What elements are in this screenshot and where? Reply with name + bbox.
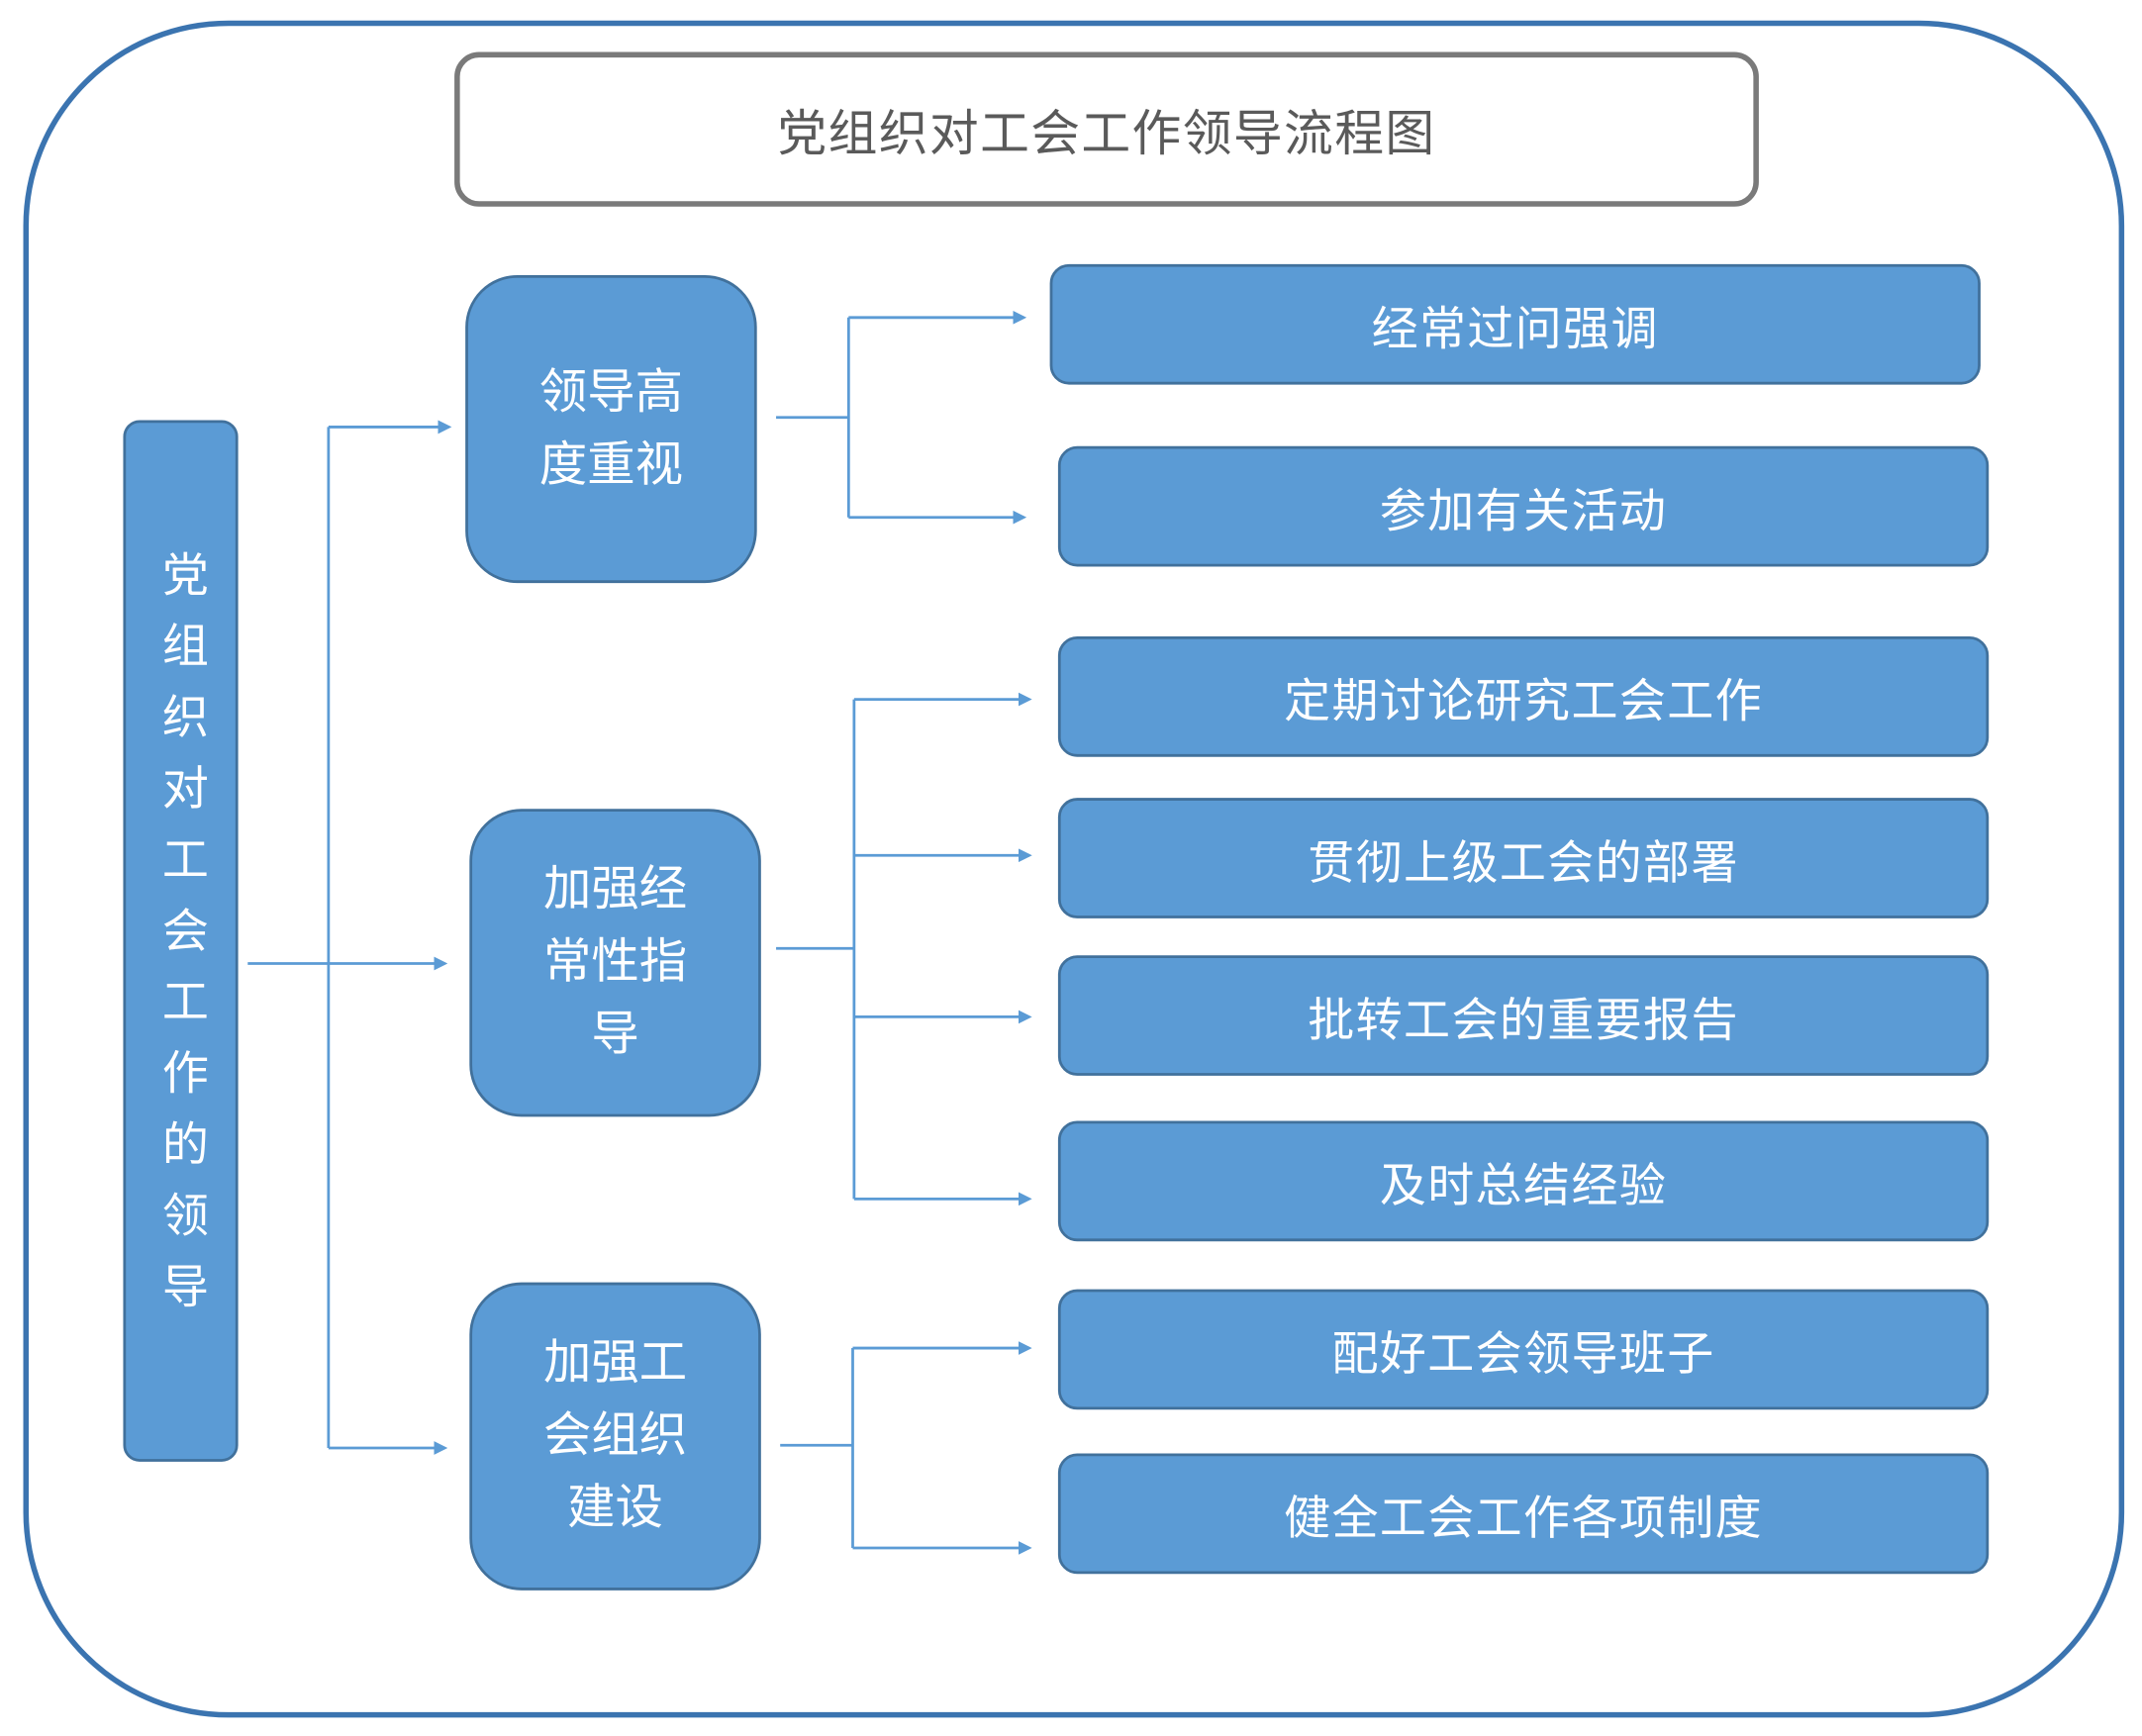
leaf-node-label: 经常过问强调 xyxy=(1371,301,1659,357)
root-node: 党组织对工会工作的领导 xyxy=(123,420,239,1462)
branch-node-3: 加强工会组织建设 xyxy=(469,1282,761,1591)
leaf-node-label: 配好工会领导班子 xyxy=(1331,1326,1715,1382)
leaf-node: 健全工会工作各项制度 xyxy=(1057,1453,1990,1575)
root-node-label: 党组织对工会工作的领导 xyxy=(152,549,209,1333)
leaf-node: 参加有关活动 xyxy=(1057,445,1990,567)
diagram-title: 党组织对工会工作领导流程图 xyxy=(454,51,1759,207)
leaf-node: 及时总结经验 xyxy=(1057,1120,1990,1242)
leaf-node: 定期讨论研究工会工作 xyxy=(1057,636,1990,757)
branch-node-3-label: 加强工会组织建设 xyxy=(542,1335,688,1536)
leaf-node-label: 批转工会的重要报告 xyxy=(1308,993,1739,1048)
leaf-node: 批转工会的重要报告 xyxy=(1057,955,1990,1076)
leaf-node-label: 定期讨论研究工会工作 xyxy=(1284,674,1764,729)
branch-node-1: 领导高度重视 xyxy=(465,274,757,584)
leaf-node-label: 参加有关活动 xyxy=(1379,483,1668,539)
leaf-node: 经常过问强调 xyxy=(1049,263,1981,385)
leaf-node-label: 健全工会工作各项制度 xyxy=(1284,1491,1764,1546)
leaf-node: 贯彻上级工会的部署 xyxy=(1057,798,1990,918)
branch-node-2: 加强经常性指导 xyxy=(469,809,761,1117)
leaf-node: 配好工会领导班子 xyxy=(1057,1289,1990,1410)
branch-node-1-label: 领导高度重视 xyxy=(538,364,684,493)
leaf-node-label: 及时总结经验 xyxy=(1379,1158,1668,1213)
leaf-node-label: 贯彻上级工会的部署 xyxy=(1308,835,1739,891)
branch-node-2-label: 加强经常性指导 xyxy=(542,862,688,1063)
